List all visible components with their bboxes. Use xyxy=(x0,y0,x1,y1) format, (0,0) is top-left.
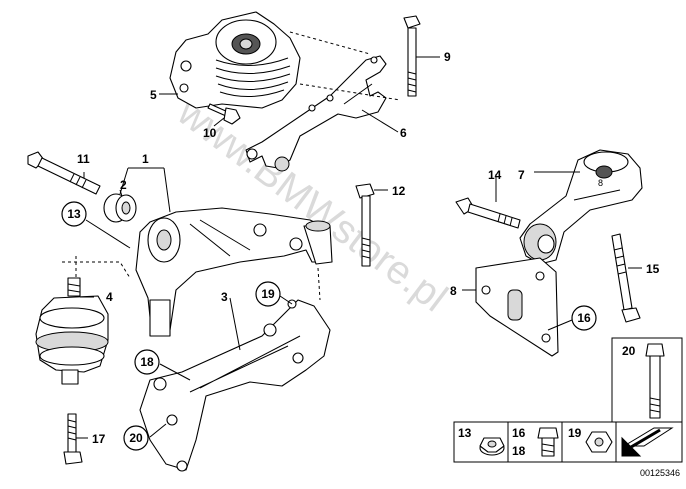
callout-3: 3 xyxy=(221,290,228,304)
legend-label-16: 16 xyxy=(512,426,526,440)
callout-18: 18 xyxy=(140,355,154,369)
callout-16-circle: 16 xyxy=(571,305,597,331)
callout-13: 13 xyxy=(67,207,81,221)
callout-6: 6 xyxy=(400,126,407,140)
legend-label-18: 18 xyxy=(512,444,526,458)
callout-7: 7 xyxy=(518,168,525,182)
callout-20-circle: 20 xyxy=(123,425,149,451)
callout-17: 17 xyxy=(92,432,106,446)
leader-lines xyxy=(76,56,642,439)
bolt-11-icon[interactable] xyxy=(27,151,101,195)
alignment-guides xyxy=(62,31,401,301)
legend-label-13: 13 xyxy=(458,426,472,440)
bolt-14-icon[interactable] xyxy=(455,197,521,229)
legend-label-19: 19 xyxy=(568,426,582,440)
callout-2: 2 xyxy=(120,178,127,192)
bolt-15-icon[interactable] xyxy=(611,233,641,323)
callout-10: 10 xyxy=(203,126,217,140)
callout-4: 4 xyxy=(106,290,113,304)
callout-18-circle: 18 xyxy=(134,349,160,375)
callout-16: 16 xyxy=(577,311,591,325)
callout-12: 12 xyxy=(392,184,406,198)
bolt-17-icon[interactable] xyxy=(63,413,83,465)
fasteners-legend: 20 13 16 18 19 xyxy=(453,337,683,463)
mount-plate[interactable] xyxy=(475,257,559,357)
callout-19: 19 xyxy=(261,287,275,301)
legend-bolt-20-icon xyxy=(645,343,665,419)
callout-13-circle: 13 xyxy=(61,201,87,227)
arrow-icon xyxy=(621,427,674,457)
svg-text:8: 8 xyxy=(598,178,603,188)
callout-19-circle: 19 xyxy=(255,281,281,307)
callout-14: 14 xyxy=(488,168,502,182)
hydro-mount[interactable] xyxy=(35,277,109,385)
lower-bracket[interactable] xyxy=(139,299,331,472)
bolt-9-icon[interactable] xyxy=(403,15,421,97)
callout-9: 9 xyxy=(444,50,451,64)
callout-20: 20 xyxy=(129,431,143,445)
torque-arm[interactable] xyxy=(245,55,387,172)
callout-5: 5 xyxy=(150,88,157,102)
engine-bracket[interactable] xyxy=(135,207,333,337)
reference-number: 00125346 xyxy=(640,468,680,478)
callout-8: 8 xyxy=(450,284,457,298)
bushing-2-icon[interactable] xyxy=(103,193,137,223)
callout-15: 15 xyxy=(646,262,660,276)
callout-1: 1 xyxy=(142,152,149,166)
engine-mount-upper[interactable] xyxy=(169,11,301,109)
legend-label-20: 20 xyxy=(622,344,636,358)
legend-nut-13-icon xyxy=(479,437,505,456)
bolt-10-icon[interactable] xyxy=(207,103,241,125)
legend-bolt-16-icon xyxy=(537,427,559,457)
legend-nut-19-icon xyxy=(585,431,613,453)
gearbox-mount[interactable]: 8 xyxy=(519,149,643,265)
bolt-12-icon[interactable] xyxy=(355,183,375,267)
callout-11: 11 xyxy=(77,152,90,166)
